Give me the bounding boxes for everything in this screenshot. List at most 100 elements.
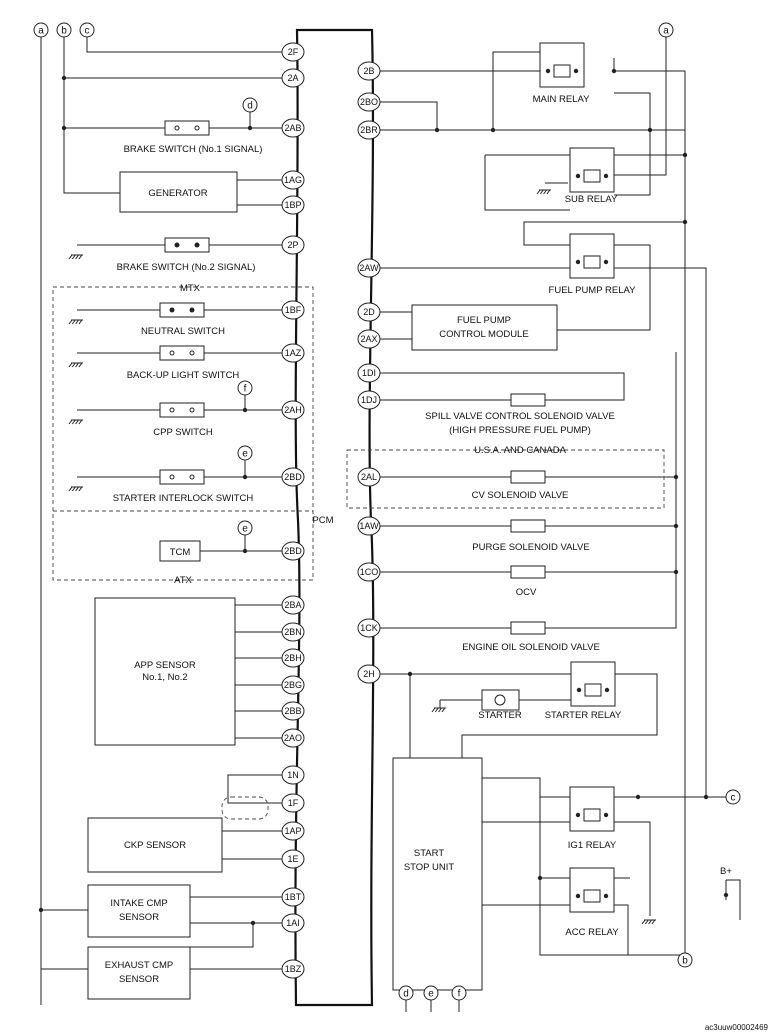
wire bbox=[379, 311, 412, 340]
wire bbox=[222, 830, 283, 860]
connector-pin bbox=[357, 516, 381, 536]
connector-pin bbox=[281, 300, 305, 320]
ground-hatch bbox=[78, 319, 83, 325]
fuel-pump-control-module bbox=[411, 304, 558, 351]
ref-marker-a bbox=[33, 22, 49, 38]
connector-pin bbox=[281, 728, 305, 748]
connector-pin-label: 1DI bbox=[362, 368, 376, 378]
exhaust-cmp-label-1: EXHAUST CMP bbox=[105, 960, 173, 971]
junction-dot bbox=[673, 569, 679, 575]
brake-switch-1-label: BRAKE SWITCH (No.1 SIGNAL) bbox=[124, 144, 263, 155]
connector-pin-label: 1BP bbox=[284, 200, 301, 210]
connector-pin-label: 2D bbox=[363, 307, 375, 317]
connector-pin bbox=[357, 390, 381, 410]
junction-dot bbox=[703, 794, 709, 800]
app-sensor-label-1: APP SENSOR bbox=[134, 660, 196, 671]
ref-marker-label: f bbox=[458, 989, 461, 1000]
ground-hatch bbox=[546, 189, 551, 195]
connector-pin bbox=[357, 467, 381, 487]
connector-pin bbox=[357, 562, 381, 582]
ground-hatch bbox=[68, 486, 73, 492]
wire bbox=[227, 774, 283, 804]
brake-switch-no2-contact bbox=[174, 242, 180, 248]
starter-interlock-switch bbox=[159, 469, 205, 485]
fuel-pump-relay-coil bbox=[583, 255, 601, 269]
wire bbox=[614, 821, 651, 916]
connector-pin-label: 1AI bbox=[286, 918, 300, 928]
components bbox=[33, 22, 741, 1007]
ground-hatch bbox=[75, 486, 79, 492]
connector-pin-label: 1E bbox=[287, 854, 298, 864]
exhaust-cmp-label-2: SENSOR bbox=[119, 974, 159, 985]
wire bbox=[539, 878, 685, 956]
junction-dot bbox=[604, 687, 610, 693]
ref-marker-d bbox=[242, 97, 258, 113]
connector-pin-label: 2B bbox=[363, 66, 374, 76]
connector-pin bbox=[281, 849, 305, 869]
junction-dot bbox=[38, 907, 44, 913]
connector-pin-label: 2BD bbox=[284, 472, 302, 482]
junction-dot bbox=[682, 152, 688, 158]
connector-pin-label: 2AX bbox=[360, 334, 377, 344]
spill-valve-label-1: SPILL VALVE CONTROL SOLENOID VALVE bbox=[425, 411, 615, 422]
wire bbox=[379, 477, 677, 527]
wire bbox=[557, 244, 651, 331]
junction-dot bbox=[434, 127, 440, 133]
connector-pin bbox=[281, 195, 305, 215]
ground-hatch bbox=[71, 319, 76, 325]
back-up-light-switch bbox=[159, 345, 205, 361]
brake-switch-no1 bbox=[164, 120, 210, 136]
start-stop-unit bbox=[392, 757, 483, 991]
intake-cmp-label-1: INTAKE CMP bbox=[110, 898, 167, 909]
ckp-sensor-label: CKP SENSOR bbox=[124, 840, 186, 851]
ground-hatch bbox=[71, 486, 76, 492]
b-plus-label: B+ bbox=[720, 866, 732, 877]
connector-pin-label: 2BO bbox=[360, 97, 378, 107]
connector-pin bbox=[281, 622, 305, 642]
ground-hatch bbox=[68, 362, 73, 368]
junction-dot bbox=[603, 893, 609, 899]
connector-pin bbox=[281, 701, 305, 721]
wire bbox=[379, 572, 677, 629]
wire bbox=[190, 896, 283, 924]
connector-pin bbox=[281, 675, 305, 695]
connector-pin-label: 2AL bbox=[361, 472, 377, 482]
connector-pin-label: 2P bbox=[287, 240, 298, 250]
ground-hatch bbox=[438, 707, 442, 713]
backup-light-switch-label: BACK-UP LIGHT SWITCH bbox=[127, 370, 240, 381]
wire bbox=[484, 154, 570, 211]
ref-marker-d bbox=[398, 985, 414, 1001]
connector-pin bbox=[281, 42, 305, 62]
wire bbox=[493, 92, 651, 131]
purge-solenoid bbox=[510, 519, 546, 533]
junction-dot bbox=[647, 127, 653, 133]
connector-pin bbox=[281, 400, 305, 420]
junction-dot bbox=[576, 687, 582, 693]
ground-hatch bbox=[536, 189, 541, 195]
connector-pin-label: 2F bbox=[288, 47, 299, 57]
junction-dot bbox=[635, 794, 641, 800]
connector-pin-label: 2BB bbox=[284, 706, 301, 716]
connector-pin-label: 2BD bbox=[284, 546, 302, 556]
ref-marker-a bbox=[658, 22, 674, 38]
wire bbox=[379, 372, 625, 401]
brake-switch-no2 bbox=[164, 237, 210, 253]
ground-hatch bbox=[648, 919, 652, 925]
ground-hatch bbox=[543, 189, 547, 195]
junction-dot bbox=[723, 892, 729, 898]
spill-valve-solenoid bbox=[510, 393, 546, 407]
usa-canada-group bbox=[346, 449, 665, 509]
neutral-switch-contact bbox=[169, 307, 175, 313]
junction-dot bbox=[575, 259, 581, 265]
connector-pin-label: 1AG bbox=[284, 175, 302, 185]
junction-dot bbox=[490, 127, 496, 133]
brake-switch-no1-contact bbox=[194, 125, 200, 131]
junction-dot bbox=[242, 474, 248, 480]
spill-valve-label-2: (HIGH PRESSURE FUEL PUMP) bbox=[449, 425, 591, 436]
starter-interlock-switch-contact bbox=[189, 474, 195, 480]
acc-relay-coil bbox=[583, 889, 601, 903]
pcm-body bbox=[294, 28, 375, 1007]
ground-hatch bbox=[434, 707, 439, 713]
connector-pin-label: 1CK bbox=[360, 623, 378, 633]
